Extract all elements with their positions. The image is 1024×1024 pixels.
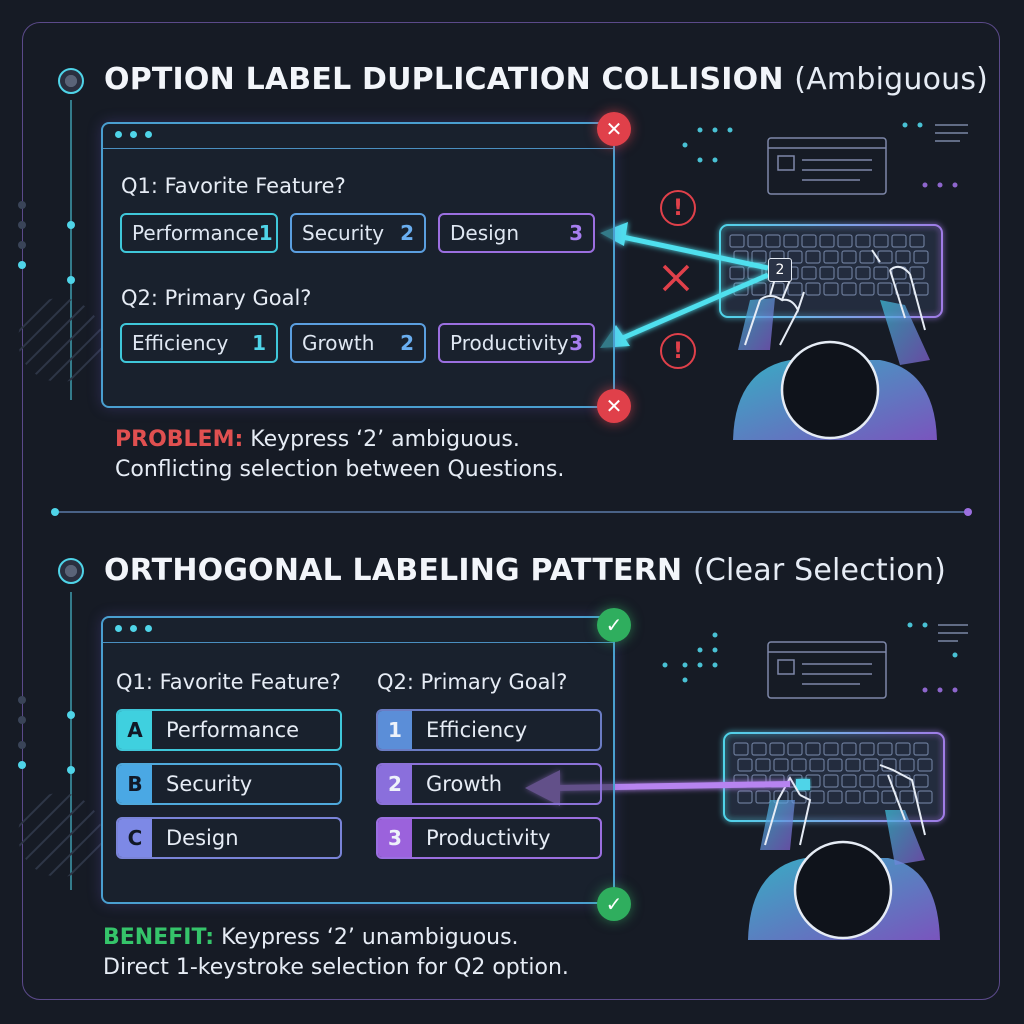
section1-q1-question: Q1: Favorite Feature? <box>121 174 346 198</box>
section1-title-main: OPTION LABEL DUPLICATION COLLISION <box>104 62 784 97</box>
section1-title-sub: (Ambiguous) <box>794 62 989 97</box>
section1-q2-question: Q2: Primary Goal? <box>121 286 312 310</box>
section1-note: PROBLEM: Keypress ‘2’ ambiguous. Conflic… <box>115 427 565 482</box>
window-titlebar <box>103 124 613 149</box>
close-icon[interactable]: ✕ <box>597 389 631 423</box>
section1-title: OPTION LABEL DUPLICATION COLLISION (Ambi… <box>104 62 988 97</box>
section2-q2-question: Q2: Primary Goal? <box>377 670 568 694</box>
section2-title: ORTHOGONAL LABELING PATTERN (Clear Selec… <box>104 553 946 588</box>
alert-icon: ! <box>660 333 696 369</box>
check-icon: ✓ <box>597 887 631 921</box>
section2-window <box>101 616 615 904</box>
outer-frame <box>22 22 1000 1000</box>
section1-bullet <box>58 68 84 94</box>
problem-tag: PROBLEM: <box>115 427 244 452</box>
section1-window <box>101 122 615 408</box>
close-icon[interactable]: ✕ <box>597 112 631 146</box>
section2-title-main: ORTHOGONAL LABELING PATTERN <box>104 553 683 588</box>
benefit-tag: BENEFIT: <box>103 925 215 950</box>
section2-q1-question: Q1: Favorite Feature? <box>116 670 341 694</box>
alert-icon: ! <box>660 190 696 226</box>
window-titlebar <box>103 618 613 643</box>
section2-title-sub: (Clear Selection) <box>693 553 947 588</box>
check-icon: ✓ <box>597 608 631 642</box>
section2-bullet <box>58 558 84 584</box>
section2-note: BENEFIT: Keypress ‘2’ unambiguous. Direc… <box>103 925 569 980</box>
pressed-key-cap: 2 <box>768 258 792 282</box>
